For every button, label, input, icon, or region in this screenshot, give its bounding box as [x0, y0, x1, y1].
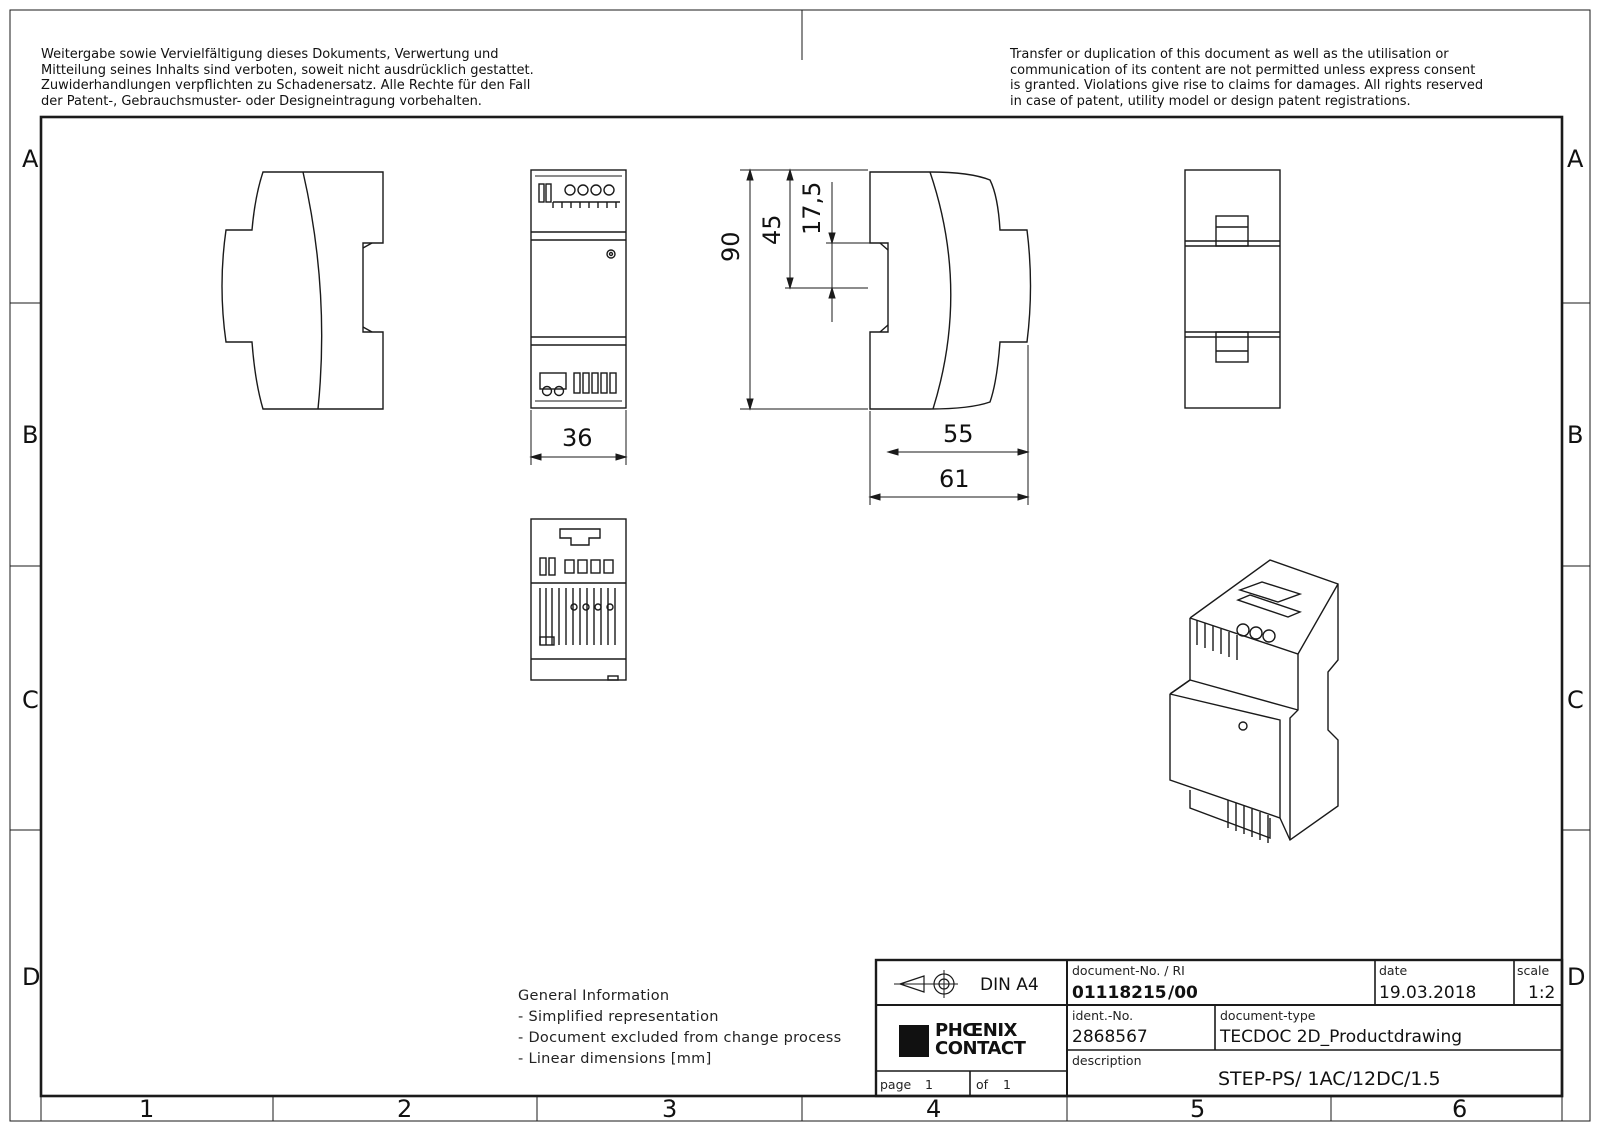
zone-row-right: A [1567, 145, 1584, 173]
top-view [530, 518, 627, 681]
document-no-label: document-No. / RI [1072, 963, 1185, 978]
dim-width-36: 36 [562, 424, 593, 452]
revision: /00 [1168, 983, 1198, 1003]
rear-view [1184, 169, 1281, 409]
sheet-format: DIN A4 [980, 975, 1039, 995]
date-value: 19.03.2018 [1379, 983, 1477, 1003]
notice-english-line: in case of patent, utility model or desi… [1010, 93, 1411, 109]
zone-column: 3 [662, 1095, 678, 1123]
date-label: date [1379, 963, 1408, 978]
dim-height-45: 45 [758, 214, 786, 245]
ident-value: 2868567 [1072, 1027, 1148, 1047]
zone-column: 6 [1452, 1095, 1468, 1123]
notice-english-line: is granted. Violations give rise to clai… [1010, 78, 1484, 93]
notice-german: Weitergabe sowie Vervielfältigung dieses… [41, 47, 534, 109]
description-value: STEP-PS/ 1AC/12DC/1.5 [1218, 1068, 1441, 1090]
dim-depth-61: 61 [939, 465, 970, 493]
dimension-lines [529, 168, 1030, 505]
company-logo: PHŒNIX CONTACT [893, 1022, 1045, 1060]
of-label: of [976, 1077, 989, 1092]
zone-column: 2 [397, 1095, 413, 1123]
scale-label: scale [1517, 963, 1550, 978]
dim-offset-17-5: 17,5 [798, 181, 826, 235]
zone-column: 1 [139, 1095, 155, 1123]
zone-row-left: D [22, 963, 41, 991]
general-info-title: General Information [518, 988, 670, 1004]
page-label: page [880, 1077, 912, 1092]
document-no: 01118215 [1072, 983, 1167, 1003]
of-value: 1 [1003, 1077, 1011, 1092]
general-info-item: - Document excluded from change process [518, 1030, 842, 1046]
side-view-left [221, 171, 384, 410]
zone-row-left: A [22, 145, 39, 173]
notice-german-line: Weitergabe sowie Vervielfältigung dieses… [41, 47, 499, 62]
zone-row-right: B [1567, 421, 1584, 449]
zone-row-right: C [1567, 686, 1584, 714]
sheet-frame [9, 9, 1591, 1122]
front-view [530, 169, 627, 409]
logo-mark [899, 1025, 929, 1057]
general-info: General Information - Simplified represe… [518, 986, 841, 1070]
notice-english-line: communication of its content are not per… [1010, 62, 1476, 78]
logo-line-2: CONTACT [935, 1038, 1026, 1059]
general-info-item: - Linear dimensions [mm] [518, 1051, 712, 1067]
ident-label: ident.-No. [1072, 1008, 1134, 1023]
doctype-label: document-type [1220, 1008, 1316, 1023]
side-view-right [869, 171, 1032, 410]
notice-german-line: Zuwiderhandlungen verpflichten zu Schade… [41, 78, 531, 93]
dim-height-90: 90 [717, 231, 745, 262]
general-info-item: - Simplified representation [518, 1009, 719, 1025]
logo-line-1: PHŒNIX [935, 1020, 1017, 1041]
zone-row-left: C [22, 686, 39, 714]
zone-row-left: B [22, 421, 39, 449]
notice-english: Transfer or duplication of this document… [1010, 47, 1483, 109]
title-block-frame [874, 958, 1564, 1098]
notice-german-line: Mitteilung seines Inhalts sind verboten,… [41, 62, 534, 78]
isometric-view [1169, 559, 1339, 843]
zone-column: 4 [926, 1095, 942, 1123]
notice-german-line: der Patent-, Gebrauchsmuster- oder Desig… [41, 93, 482, 109]
scale-value: 1:2 [1528, 983, 1556, 1003]
zone-row-right: D [1567, 963, 1586, 991]
doctype-value: TECDOC 2D_Productdrawing [1220, 1027, 1463, 1047]
notice-english-line: Transfer or duplication of this document… [1010, 47, 1449, 62]
zone-column: 5 [1190, 1095, 1206, 1123]
dim-depth-55: 55 [943, 420, 974, 448]
description-label: description [1072, 1053, 1142, 1068]
page-value: 1 [925, 1077, 933, 1092]
